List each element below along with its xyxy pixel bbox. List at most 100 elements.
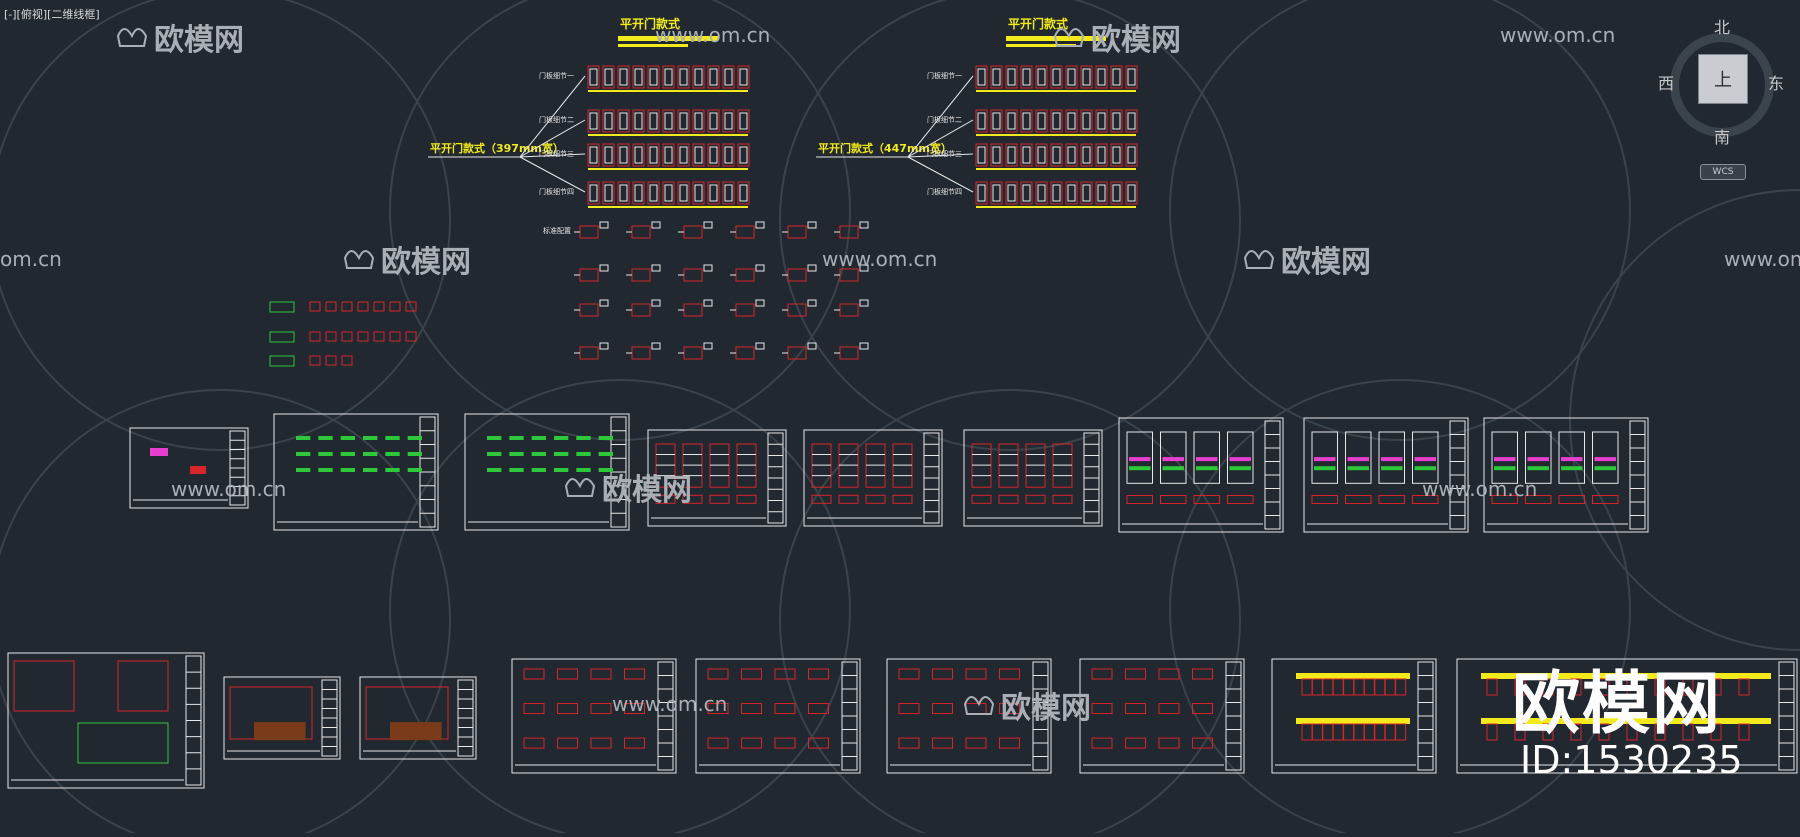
row-label: 门板细节三 xyxy=(927,149,962,158)
door-panel xyxy=(1682,678,1694,696)
compass-north-label[interactable]: 北 xyxy=(1714,18,1731,37)
header-underline xyxy=(1006,44,1076,47)
door-panel xyxy=(990,143,1003,167)
door-panel-inner xyxy=(619,184,628,202)
note-tag xyxy=(269,355,295,367)
detail-mark xyxy=(787,225,807,239)
header-underline xyxy=(618,44,688,47)
door-panel xyxy=(1080,143,1093,167)
small-mark xyxy=(309,355,321,366)
door-panel xyxy=(1110,143,1123,167)
drawing-sheet xyxy=(273,413,439,531)
door-panel-inner xyxy=(709,68,718,86)
door-panel xyxy=(707,109,720,133)
door-panel-inner xyxy=(634,146,643,164)
row-label: 门板细节二 xyxy=(927,115,962,124)
door-panel-inner xyxy=(1067,112,1076,130)
sheet-border xyxy=(273,413,439,531)
door-panel-inner xyxy=(649,146,658,164)
leader-line xyxy=(519,119,586,158)
note-band xyxy=(363,468,378,472)
drawing-sheet xyxy=(1271,658,1437,774)
detail-mark xyxy=(631,268,651,282)
accent-band xyxy=(1494,457,1516,462)
door-panel-inner xyxy=(589,112,598,130)
detail-mark xyxy=(1091,703,1113,715)
door-panel-inner xyxy=(619,146,628,164)
door-panel xyxy=(1050,181,1063,205)
door-panel xyxy=(662,65,675,89)
row-dimension xyxy=(588,90,748,92)
door-panel xyxy=(677,65,690,89)
detail-tag xyxy=(703,299,713,307)
note-band xyxy=(296,452,311,456)
watermark-arc xyxy=(1169,379,1631,837)
detail-mark xyxy=(590,703,612,715)
accent-band xyxy=(1129,466,1151,471)
plan-strip xyxy=(709,494,730,504)
note-band xyxy=(318,452,333,456)
detail-mark xyxy=(631,225,651,239)
door-panel xyxy=(1710,678,1722,696)
accent-band xyxy=(1381,457,1403,462)
door-panel-inner xyxy=(589,68,598,86)
door-panel xyxy=(692,181,705,205)
plan-strip xyxy=(1345,495,1372,505)
door-panel xyxy=(1125,109,1138,133)
view-cube-top-face[interactable]: 上 xyxy=(1698,54,1748,104)
ucs-menu-button[interactable]: WCS xyxy=(1700,164,1746,180)
compass-ring[interactable] xyxy=(1670,33,1774,137)
compass-west-label[interactable]: 西 xyxy=(1658,74,1675,93)
door-panel-inner xyxy=(709,112,718,130)
door-panel xyxy=(677,143,690,167)
drawing-sheet xyxy=(1118,417,1284,533)
viewport-controls-label[interactable]: [-][俯视][二维线框] xyxy=(4,8,100,21)
door-panel-inner xyxy=(1052,146,1061,164)
detail-mark xyxy=(965,668,987,680)
furniture-fill xyxy=(254,722,306,741)
door-panel xyxy=(1738,678,1750,696)
door-panel xyxy=(1301,678,1313,696)
door-panel-inner xyxy=(694,184,703,202)
door-panel-inner xyxy=(604,68,613,86)
drawing-sheet xyxy=(886,658,1052,774)
detail-tag xyxy=(651,299,661,307)
door-panel xyxy=(990,181,1003,205)
door-panel xyxy=(1020,143,1033,167)
plan-strip xyxy=(892,494,913,504)
note-band xyxy=(598,436,613,440)
note-tag xyxy=(269,331,295,343)
door-panel-inner xyxy=(1007,112,1016,130)
compass-east-label[interactable]: 东 xyxy=(1768,74,1785,93)
watermark-arc xyxy=(1569,189,1800,651)
detail-grid: 标准配置 xyxy=(543,221,869,360)
door-panel xyxy=(1080,181,1093,205)
accent-band xyxy=(1196,466,1218,471)
small-mark xyxy=(341,331,353,342)
detail-mark xyxy=(579,303,599,317)
door-panel xyxy=(587,143,600,167)
door-panel-inner xyxy=(634,68,643,86)
view-cube[interactable]: 北 西 东 南 上 WCS xyxy=(1658,18,1785,198)
door-panel xyxy=(692,143,705,167)
door-panel-inner xyxy=(1082,184,1091,202)
drawing-sheet xyxy=(223,676,341,760)
watermark-arc xyxy=(0,0,451,451)
door-panel xyxy=(692,109,705,133)
detail-mark xyxy=(898,703,920,715)
detail-mark xyxy=(1192,737,1213,749)
door-panel-inner xyxy=(1022,112,1031,130)
row-dimension xyxy=(976,168,1136,170)
door-panel xyxy=(662,181,675,205)
detail-mark xyxy=(1158,668,1180,680)
compass-south-label[interactable]: 南 xyxy=(1714,128,1731,147)
leader-line xyxy=(907,119,974,158)
door-panel-inner xyxy=(977,184,986,202)
door-panel-inner xyxy=(1112,112,1121,130)
cabinet-elevation xyxy=(1412,431,1439,484)
door-panel xyxy=(1065,143,1078,167)
door-panel-inner xyxy=(634,184,643,202)
door-panel-inner xyxy=(724,184,733,202)
